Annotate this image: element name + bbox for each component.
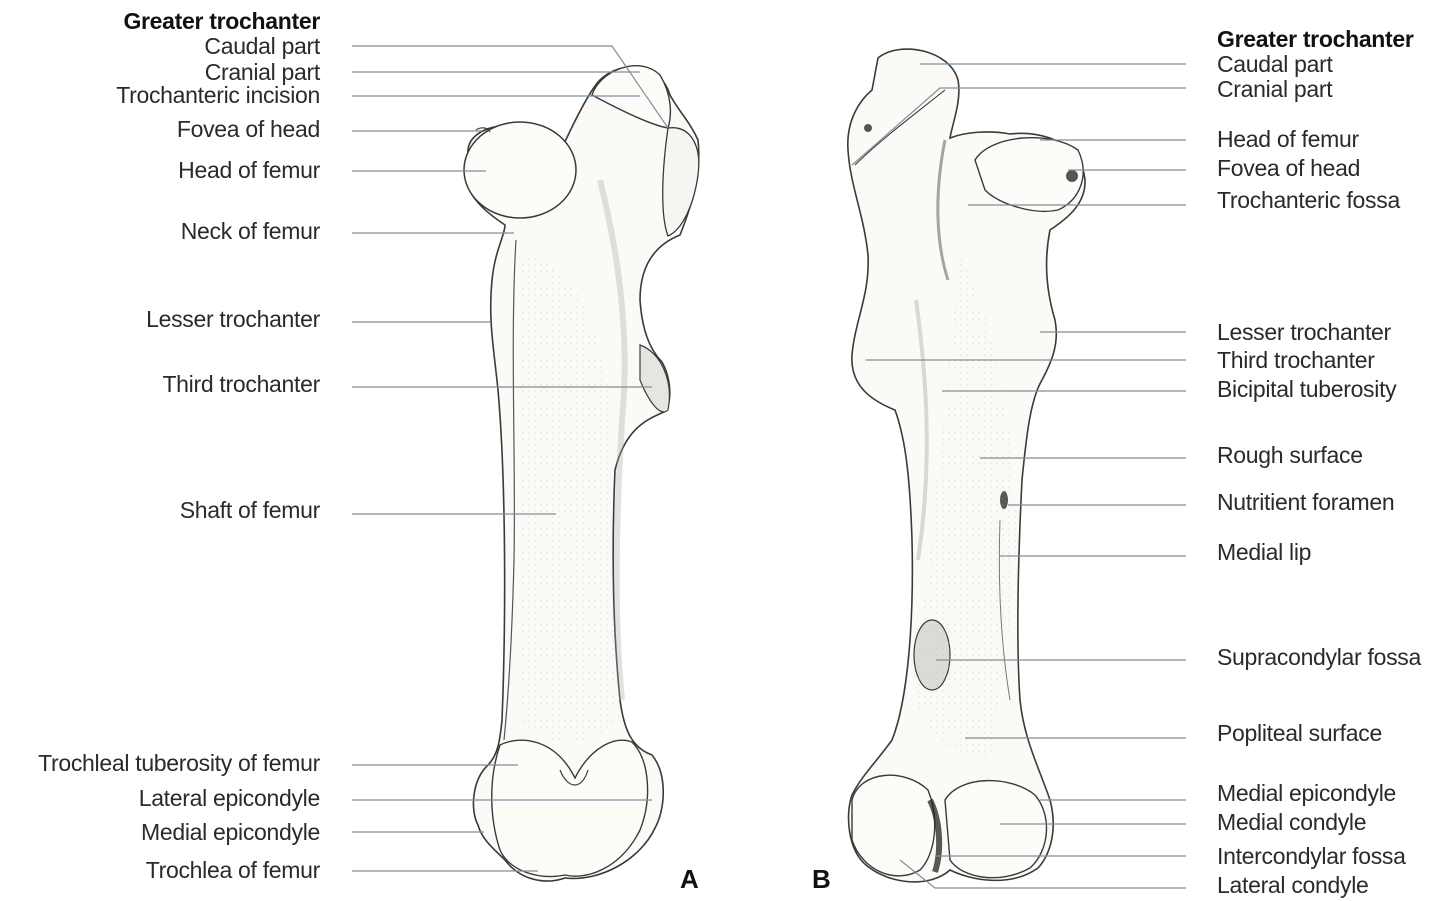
- femur-a-head: [464, 122, 576, 218]
- label-b-popliteal-surface: Popliteal surface: [1217, 722, 1382, 745]
- label-b-greater-trochanter: Greater trochanter: [1217, 28, 1414, 51]
- label-b-bicipital-tuberosity: Bicipital tuberosity: [1217, 378, 1396, 401]
- label-a-trochlear-tuberosity: Trochleal tuberosity of femur: [38, 752, 320, 775]
- label-b-medial-epicondyle: Medial epicondyle: [1217, 782, 1396, 805]
- label-b-supracondylar-fossa: Supracondylar fossa: [1217, 646, 1421, 669]
- label-a-fovea-of-head: Fovea of head: [177, 118, 320, 141]
- label-a-lateral-epicondyle: Lateral epicondyle: [139, 787, 320, 810]
- label-a-trochanteric-incision: Trochanteric incision: [116, 84, 320, 107]
- label-b-rough-surface: Rough surface: [1217, 444, 1363, 467]
- label-b-caudal-part: Caudal part: [1217, 53, 1333, 76]
- label-a-lesser-trochanter: Lesser trochanter: [146, 308, 320, 331]
- label-a-greater-trochanter: Greater trochanter: [123, 10, 320, 33]
- femur-a-drawing: [464, 66, 699, 881]
- panel-label-a: A: [680, 864, 699, 895]
- femur-a-cranial-part: [663, 128, 699, 236]
- label-a-medial-epicondyle: Medial epicondyle: [141, 821, 320, 844]
- label-a-cranial-part: Cranial part: [205, 61, 320, 84]
- label-b-nutritient-foramen: Nutritient foramen: [1217, 491, 1394, 514]
- femur-b-lateral-condyle: [852, 775, 935, 876]
- label-b-intercondylar-fossa: Intercondylar fossa: [1217, 845, 1406, 868]
- label-a-neck-of-femur: Neck of femur: [181, 220, 320, 243]
- label-a-caudal-part: Caudal part: [204, 35, 320, 58]
- femur-b-drawing: [848, 49, 1085, 882]
- label-b-medial-condyle: Medial condyle: [1217, 811, 1366, 834]
- label-b-lateral-condyle: Lateral condyle: [1217, 874, 1369, 897]
- label-a-shaft-of-femur: Shaft of femur: [180, 499, 320, 522]
- label-b-third-trochanter: Third trochanter: [1217, 349, 1375, 372]
- femur-b-medial-condyle: [945, 781, 1046, 878]
- label-b-trochanteric-fossa: Trochanteric fossa: [1217, 189, 1400, 212]
- label-a-head-of-femur: Head of femur: [178, 159, 320, 182]
- label-b-cranial-part: Cranial part: [1217, 78, 1332, 101]
- panel-label-b: B: [812, 864, 831, 895]
- label-b-fovea-of-head: Fovea of head: [1217, 157, 1360, 180]
- label-b-medial-lip: Medial lip: [1217, 541, 1311, 564]
- label-a-third-trochanter: Third trochanter: [162, 373, 320, 396]
- label-a-trochlea-of-femur: Trochlea of femur: [146, 859, 320, 882]
- label-b-head-of-femur: Head of femur: [1217, 128, 1359, 151]
- label-b-lesser-trochanter: Lesser trochanter: [1217, 321, 1391, 344]
